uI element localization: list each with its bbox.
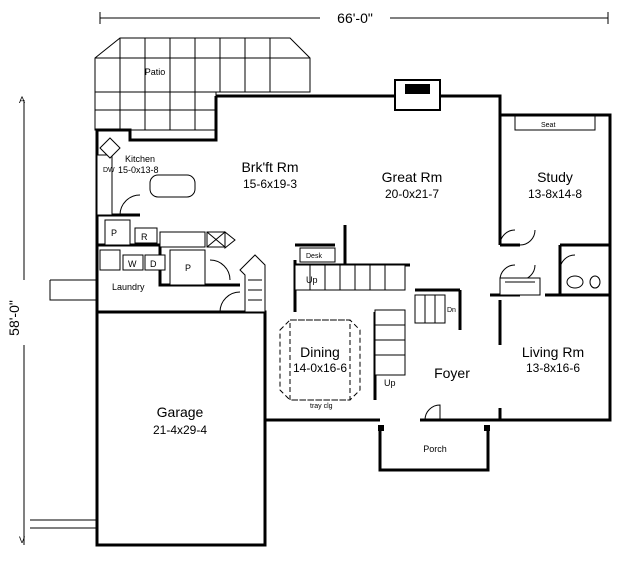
study-seat: Seat <box>514 115 596 131</box>
width-label: 66'-0" <box>337 10 373 26</box>
dw-label: DW <box>103 167 115 174</box>
fireplace <box>394 79 441 111</box>
section-marker-a: A <box>19 95 25 105</box>
exterior-walls <box>49 94 612 547</box>
great-room-size: 20-0x21-7 <box>385 187 439 201</box>
living-room-size: 13-8x16-6 <box>526 361 580 375</box>
porch-label: Porch <box>423 444 447 454</box>
kitchen-label: Kitchen <box>125 154 155 164</box>
pantry-2-label: P <box>185 263 191 273</box>
breakfast-size: 15-6x19-3 <box>243 177 297 191</box>
living-room-label: Living Rm <box>522 344 584 360</box>
pantry-1-label: P <box>111 228 117 238</box>
dining-label: Dining <box>300 344 340 360</box>
porch-columns <box>378 425 490 431</box>
closet <box>499 277 541 296</box>
washer-label: W <box>128 259 137 269</box>
kitchen-fixtures: DW P R <box>96 137 236 250</box>
study-label: Study <box>537 169 573 185</box>
garage-doors <box>30 519 180 546</box>
great-room-label: Great Rm <box>382 169 443 185</box>
desk: Desk <box>299 247 336 263</box>
bath-fixtures <box>566 275 601 289</box>
stair-up-2-label: Up <box>384 378 396 388</box>
breakfast-label: Brk'ft Rm <box>241 159 298 175</box>
study-size: 13-8x14-8 <box>528 187 582 201</box>
garage-size: 21-4x29-4 <box>153 423 207 437</box>
dining-tray-ceiling: tray clg <box>279 319 361 410</box>
main-stair: Up Up Dn <box>294 264 456 388</box>
refrigerator-label: R <box>141 232 148 242</box>
foyer-label: Foyer <box>434 365 470 381</box>
stair-up-1-label: Up <box>306 275 318 285</box>
seat-label: Seat <box>541 122 555 129</box>
patio-label: Patio <box>145 67 166 77</box>
laundry-fixtures: W D P Laundry <box>99 249 206 292</box>
dining-size: 14-0x16-6 <box>293 361 347 375</box>
garage-label: Garage <box>157 404 204 420</box>
depth-label: 58'-0" <box>6 300 22 336</box>
section-marker-v: V <box>19 535 25 545</box>
laundry-label: Laundry <box>112 282 145 292</box>
garage-steps <box>239 254 266 313</box>
dryer-label: D <box>150 259 157 269</box>
width-dimension: 66'-0" <box>99 10 609 26</box>
tray-ceiling-label: tray clg <box>310 403 333 410</box>
stair-down-label: Dn <box>447 307 456 314</box>
room-labels: Kitchen 15-0x13-8 Brk'ft Rm 15-6x19-3 Gr… <box>118 154 584 454</box>
patio: Patio <box>94 37 311 131</box>
doors <box>119 194 576 421</box>
kitchen-size: 15-0x13-8 <box>118 165 159 175</box>
desk-label: Desk <box>306 253 322 260</box>
depth-dimension: 58'-0" A V <box>6 95 25 545</box>
